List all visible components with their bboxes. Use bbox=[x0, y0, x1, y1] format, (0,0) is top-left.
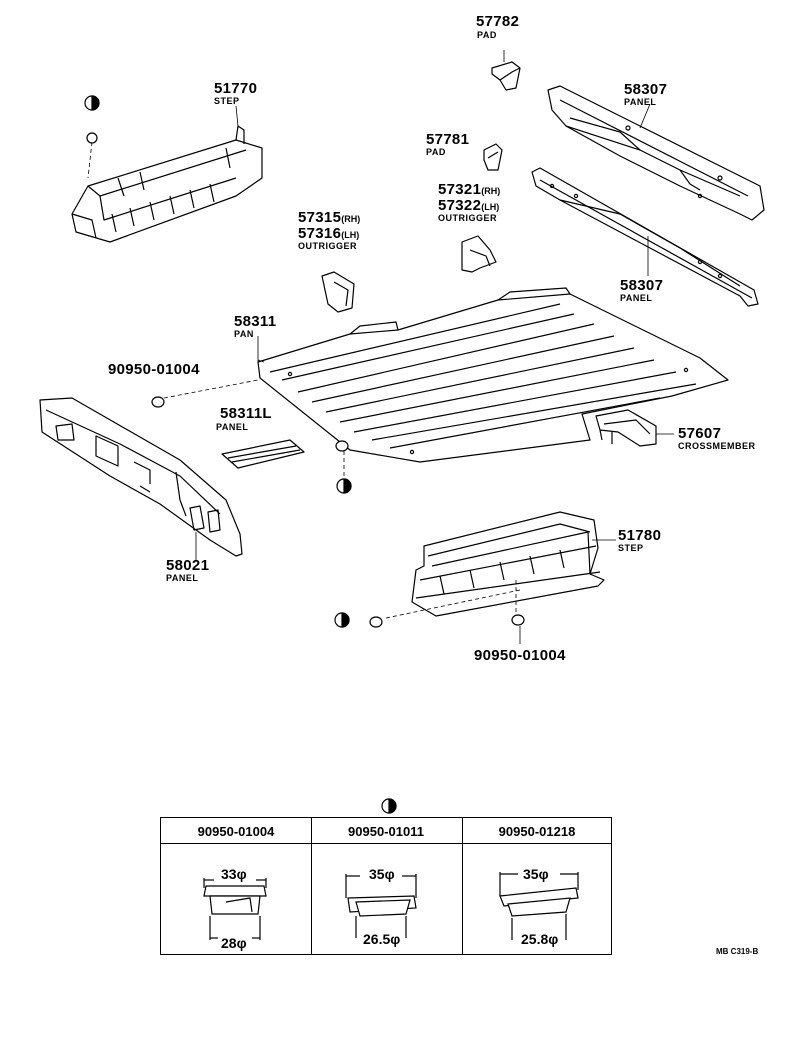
callout-57315: 57315(RH) bbox=[298, 210, 360, 226]
callout-57316: 57316(LH) bbox=[298, 226, 359, 242]
pad-57782-drawing bbox=[491, 50, 521, 91]
callout-57315-suffix: (RH) bbox=[341, 214, 361, 224]
callout-57781-number: 57781 bbox=[426, 131, 470, 148]
callout-57316-suffix: (LH) bbox=[341, 230, 360, 240]
callout-57316-name: OUTRIGGER bbox=[298, 241, 358, 251]
callout-51780-number: 51780 bbox=[618, 527, 662, 544]
callout-57321: 57321(RH) bbox=[438, 182, 500, 198]
callout-51780-name: STEP bbox=[618, 543, 644, 553]
panel-58307-top-drawing bbox=[547, 85, 765, 221]
plug-size-table: 90950-01004 90950-01011 90950-01218 33φ … bbox=[160, 817, 612, 955]
step-51770-drawing bbox=[71, 105, 263, 243]
col1-bottom-dim: 28φ bbox=[221, 935, 247, 951]
callout-51770-number: 51770 bbox=[214, 80, 258, 97]
half-circle-plug-icon bbox=[84, 95, 397, 814]
callout-58307-bottom-name: PANEL bbox=[620, 293, 653, 303]
callout-58021-name: PANEL bbox=[166, 573, 199, 583]
table-divider bbox=[462, 818, 463, 954]
panel-58311L-drawing bbox=[221, 439, 305, 469]
table-header-rule bbox=[161, 843, 611, 844]
callout-90950-bottom-number: 90950-01004 bbox=[474, 647, 566, 664]
callout-58307-top-number: 58307 bbox=[624, 81, 668, 98]
callout-57782-name: PAD bbox=[477, 30, 497, 40]
pan-58311-drawing bbox=[257, 287, 729, 463]
callout-58307-top-name: PANEL bbox=[624, 97, 657, 107]
table-divider bbox=[311, 818, 312, 954]
callout-57322-name: OUTRIGGER bbox=[438, 213, 498, 223]
table-header-col1: 90950-01004 bbox=[197, 824, 275, 839]
callout-57321-suffix: (RH) bbox=[481, 186, 501, 196]
callout-57321-number: 57321 bbox=[438, 181, 482, 198]
callout-58311L-number: 58311L bbox=[220, 405, 272, 422]
step-51780-drawing bbox=[411, 511, 616, 617]
callout-57781-name: PAD bbox=[426, 147, 446, 157]
table-header-col2: 90950-01011 bbox=[348, 824, 424, 839]
callout-90950-left-number: 90950-01004 bbox=[108, 361, 200, 378]
callout-57782-number: 57782 bbox=[476, 13, 520, 30]
figure-code: MB C319-B bbox=[716, 947, 759, 956]
callout-57316-number: 57316 bbox=[298, 225, 342, 242]
col3-bottom-dim: 25.8φ bbox=[521, 931, 559, 947]
callout-57322-suffix: (LH) bbox=[481, 202, 500, 212]
plug-clips bbox=[151, 396, 525, 628]
crossmember-57607-drawing bbox=[595, 409, 674, 447]
plug-cross-sections bbox=[203, 872, 579, 940]
callout-58311L-name: PANEL bbox=[216, 422, 249, 432]
panel-58021-drawing bbox=[39, 397, 243, 560]
col3-top-dim: 35φ bbox=[523, 866, 549, 882]
callout-58311-name: PAN bbox=[234, 329, 254, 339]
callout-58311-number: 58311 bbox=[234, 313, 277, 330]
callout-58021-number: 58021 bbox=[166, 557, 210, 574]
outrigger-57321-drawing bbox=[461, 235, 497, 273]
panel-58307-bottom-drawing bbox=[531, 167, 759, 307]
callout-58307-bottom-number: 58307 bbox=[620, 277, 664, 294]
pad-57781-drawing bbox=[483, 143, 503, 171]
outrigger-57315-drawing bbox=[321, 271, 355, 313]
col1-top-dim: 33φ bbox=[221, 866, 247, 882]
callout-51770-name: STEP bbox=[214, 96, 240, 106]
col2-top-dim: 35φ bbox=[369, 866, 395, 882]
table-header-col3: 90950-01218 bbox=[498, 824, 576, 839]
callout-57607-number: 57607 bbox=[678, 425, 722, 442]
col2-bottom-dim: 26.5φ bbox=[363, 931, 401, 947]
callout-57315-number: 57315 bbox=[298, 209, 342, 226]
callout-57322: 57322(LH) bbox=[438, 198, 499, 214]
callout-57322-number: 57322 bbox=[438, 197, 482, 214]
callout-57607-name: CROSSMEMBER bbox=[678, 441, 756, 451]
